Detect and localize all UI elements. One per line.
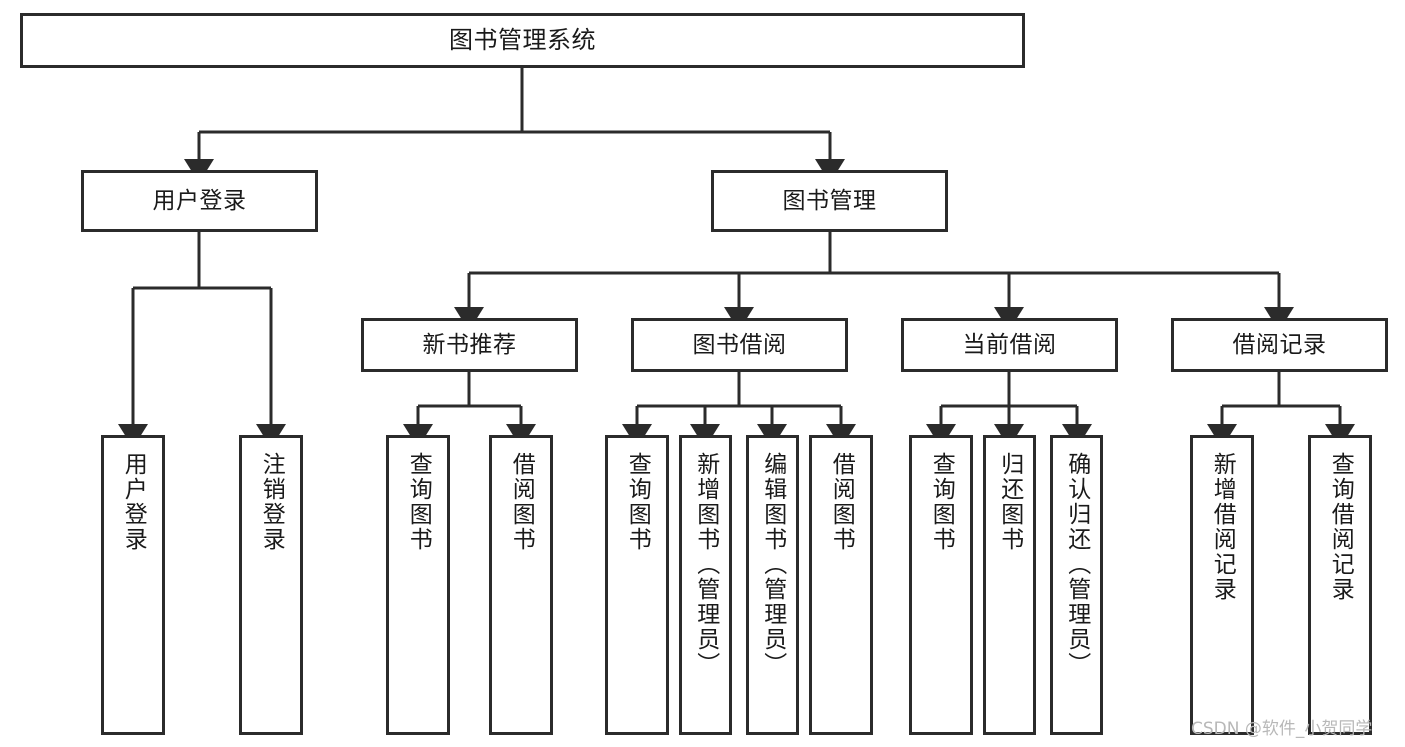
node-label: 编辑图书（管理员） — [759, 452, 786, 677]
node-label: 查询图书 — [405, 452, 432, 552]
node-label: 新增图书（管理员） — [692, 452, 719, 677]
node-user-login[interactable]: 用户登录 — [81, 170, 318, 232]
node-book-borrow[interactable]: 图书借阅 — [631, 318, 848, 372]
leaf-borrow-book-recommend[interactable]: 借阅图书 — [489, 435, 553, 735]
node-label: 用户登录 — [152, 187, 247, 214]
leaf-borrow-book[interactable]: 借阅图书 — [809, 435, 873, 735]
node-label: 借阅记录 — [1232, 331, 1327, 358]
node-label: 用户登录 — [120, 452, 147, 552]
leaf-query-book-borrow[interactable]: 查询图书 — [605, 435, 669, 735]
leaf-query-book-current[interactable]: 查询图书 — [909, 435, 973, 735]
leaf-user-login[interactable]: 用户登录 — [101, 435, 165, 735]
leaf-query-borrow-record[interactable]: 查询借阅记录 — [1308, 435, 1372, 735]
node-book-management[interactable]: 图书管理 — [711, 170, 948, 232]
node-label: 注销登录 — [258, 452, 285, 552]
leaf-add-borrow-record[interactable]: 新增借阅记录 — [1190, 435, 1254, 735]
node-label: 查询图书 — [624, 452, 651, 552]
node-new-book-recommend[interactable]: 新书推荐 — [361, 318, 578, 372]
node-label: 归还图书 — [996, 452, 1023, 552]
leaf-edit-book-admin[interactable]: 编辑图书（管理员） — [746, 435, 799, 735]
node-root-system[interactable]: 图书管理系统 — [20, 13, 1025, 68]
node-label: 确认归还（管理员） — [1063, 452, 1090, 677]
node-label: 当前借阅 — [962, 331, 1057, 358]
node-borrow-record[interactable]: 借阅记录 — [1171, 318, 1388, 372]
node-label: 图书管理 — [782, 187, 877, 214]
node-label: 新增借阅记录 — [1209, 452, 1236, 602]
leaf-logout[interactable]: 注销登录 — [239, 435, 303, 735]
leaf-return-book[interactable]: 归还图书 — [983, 435, 1036, 735]
leaf-query-book-recommend[interactable]: 查询图书 — [386, 435, 450, 735]
node-label: 新书推荐 — [422, 331, 517, 358]
node-label: 查询借阅记录 — [1327, 452, 1354, 602]
node-label: 借阅图书 — [508, 452, 535, 552]
leaf-add-book-admin[interactable]: 新增图书（管理员） — [679, 435, 732, 735]
node-current-borrow[interactable]: 当前借阅 — [901, 318, 1118, 372]
node-label: 图书管理系统 — [449, 25, 596, 54]
leaf-confirm-return-admin[interactable]: 确认归还（管理员） — [1050, 435, 1103, 735]
node-label: 查询图书 — [928, 452, 955, 552]
node-label: 图书借阅 — [692, 331, 787, 358]
watermark-text: CSDN @软件_小贺同学 — [1191, 719, 1373, 739]
node-label: 借阅图书 — [828, 452, 855, 552]
